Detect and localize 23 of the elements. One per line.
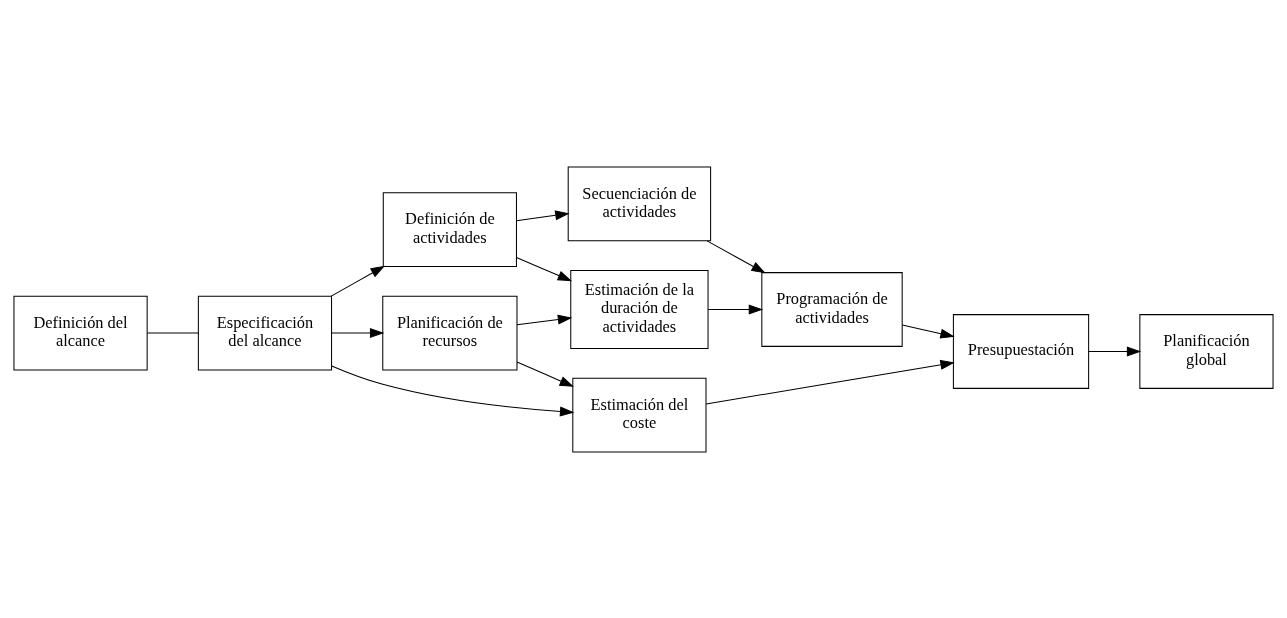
arrow [330,265,385,297]
connector [146,332,199,334]
node-box: Planificación de recursos [382,295,518,370]
arrow [516,314,573,325]
arrow [706,239,766,273]
arrow [515,209,570,221]
node-box: Definición de actividades [382,191,517,267]
arrow [515,256,573,281]
node-box: Presupuestación [952,313,1090,389]
arrow [331,364,575,417]
node-box: Programación de actividades [761,271,903,347]
arrow [707,304,764,314]
node-box: Definición del alcance [13,295,148,370]
arrow [1088,346,1142,357]
arrow [705,359,955,405]
node-box: Estimación del coste [572,377,707,452]
node-box: Especificación del alcance [197,295,333,370]
node-box: Planificación global [1139,313,1274,389]
arrow [516,360,574,387]
arrow [331,327,385,338]
arrow [901,324,955,339]
node-box: Estimación de la duración de actividades [570,269,709,349]
node-box: Secuenciación de actividades [567,166,712,241]
